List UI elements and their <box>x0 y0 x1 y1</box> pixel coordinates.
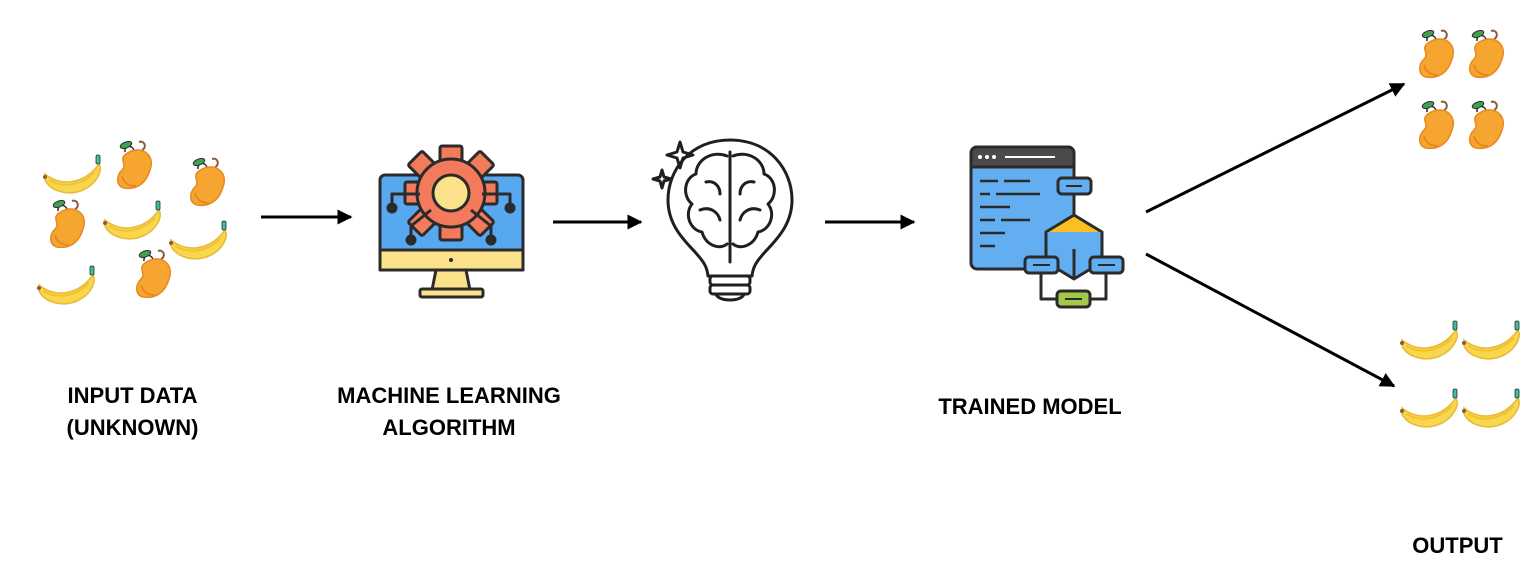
mango-icon <box>1468 99 1505 150</box>
mango-icon <box>1468 28 1505 79</box>
mango-icon <box>189 156 226 207</box>
mango-icon <box>116 139 153 190</box>
banana-icon <box>1461 320 1521 360</box>
arrow-model-to-mangoes <box>1145 82 1406 214</box>
banana-icon <box>102 200 162 240</box>
banana-icon <box>36 265 96 305</box>
banana-icon <box>168 220 228 260</box>
banana-icon <box>1461 388 1521 428</box>
output-label: OUTPUT <box>1395 530 1520 562</box>
output-banana-icons <box>1399 320 1521 428</box>
algorithm-label: MACHINE LEARNING ALGORITHM <box>324 380 574 444</box>
input-fruit-icons <box>36 139 228 305</box>
mango-icon <box>135 248 172 299</box>
banana-icon <box>1399 320 1459 360</box>
code-window-flowchart-icon <box>969 145 1125 309</box>
banana-icon <box>42 154 102 194</box>
trained-model-text: TRAINED MODEL <box>938 394 1122 419</box>
algorithm-label-line2: ALGORITHM <box>382 415 516 440</box>
arrow-model-to-bananas <box>1145 252 1396 388</box>
input-label-line2: (UNKNOWN) <box>66 415 199 440</box>
output-text: OUTPUT <box>1412 533 1503 558</box>
input-data-label: INPUT DATA (UNKNOWN) <box>40 380 225 444</box>
trained-model-label: TRAINED MODEL <box>920 391 1140 423</box>
monitor-gear-icon <box>378 144 525 299</box>
output-mango-icons <box>1418 28 1505 150</box>
mango-icon <box>1418 99 1455 150</box>
mango-icon <box>49 198 86 249</box>
banana-icon <box>1399 388 1459 428</box>
mango-icon <box>1418 28 1455 79</box>
algorithm-label-line1: MACHINE LEARNING <box>337 383 561 408</box>
input-label-line1: INPUT DATA <box>67 383 198 408</box>
brain-lightbulb-icon <box>651 138 794 302</box>
